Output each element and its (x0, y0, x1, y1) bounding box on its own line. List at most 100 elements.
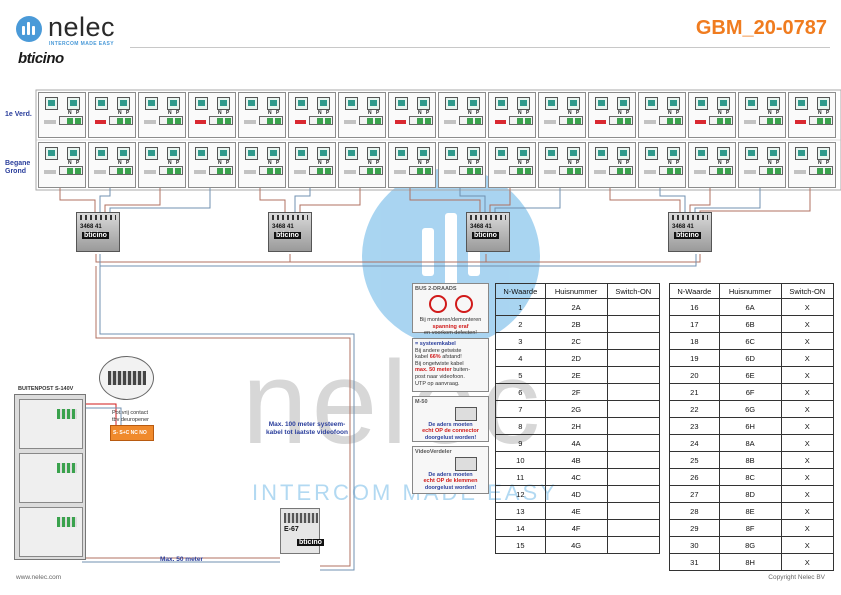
cable-marker (244, 120, 256, 124)
nelec-logo-icon (16, 16, 42, 42)
video-monitor-icon (695, 147, 708, 160)
table-cell: 2A (544, 298, 608, 316)
brand-tagline: INTERCOM MADE EASY (49, 41, 114, 47)
outdoor-station-title: BUITENPOST S-140V (18, 386, 74, 392)
terminal-detail-magnifier (99, 356, 154, 400)
table-cell: 6 (495, 383, 546, 401)
video-monitor-icon (517, 147, 530, 160)
video-monitor-icon (345, 97, 358, 110)
table-cell (606, 383, 661, 401)
table-cell (606, 315, 661, 333)
distributor-terminal-icon (455, 456, 477, 471)
cable-marker (644, 120, 656, 124)
column-header: N-Waarde (495, 283, 546, 299)
note-bus-warning: BUS 2-DRAADS Bij monteren/demonteren spa… (412, 283, 489, 336)
table-cell: X (780, 519, 835, 537)
table-cell: X (780, 298, 835, 316)
max-100m-caption-1: Max. 100 meter systeem- (268, 421, 346, 428)
table-cell: 1 (495, 298, 546, 316)
video-monitor-icon (567, 147, 580, 160)
table-cell: X (780, 536, 835, 554)
table-cell: 8A (718, 434, 782, 452)
table-cell: 6D (718, 349, 782, 367)
cable-marker (344, 170, 356, 174)
cable-marker (744, 170, 756, 174)
table-cell: X (780, 332, 835, 350)
table-cell: 8B (718, 451, 782, 469)
video-monitor-icon (767, 147, 780, 160)
video-monitor-icon (145, 147, 158, 160)
table-cell: 8F (718, 519, 782, 537)
video-monitor-icon (545, 97, 558, 110)
video-monitor-icon (695, 97, 708, 110)
table-cell: 26 (669, 468, 720, 486)
table-cell: 23 (669, 417, 720, 435)
floor-label-upper: 1e Verd. (5, 111, 32, 118)
table-cell: 31 (669, 553, 720, 571)
cable-marker (294, 170, 306, 174)
table-cell (606, 349, 661, 367)
watermark-word: nelec (242, 337, 545, 469)
max-100m-caption-2: kabel tot laatste videofoon (266, 429, 348, 436)
video-monitor-icon (217, 147, 230, 160)
table-cell: 8H (718, 553, 782, 571)
table-cell: 8E (718, 502, 782, 520)
cable-marker (794, 170, 806, 174)
video-monitor-icon (717, 147, 730, 160)
cable-marker (144, 170, 156, 174)
table-cell: 4D (544, 485, 608, 503)
nelec-logo: nelec INTERCOM MADE EASY (16, 12, 126, 47)
table-cell: 13 (495, 502, 546, 520)
cable-marker (795, 120, 806, 124)
cable-marker (494, 170, 506, 174)
potential-free-contact: S- S+C NC NO (110, 425, 154, 441)
video-monitor-icon (817, 97, 830, 110)
column-header: Huisnummer (544, 283, 608, 299)
table-cell: 4E (544, 502, 608, 520)
video-monitor-icon (445, 147, 458, 160)
table-cell: 6F (718, 383, 782, 401)
table-cell: 4A (544, 434, 608, 452)
cable-marker (444, 120, 456, 124)
table-cell: 8G (718, 536, 782, 554)
table-cell: 17 (669, 315, 720, 333)
m50-connector-icon (455, 406, 477, 421)
table-cell: X (780, 468, 835, 486)
video-monitor-icon (645, 97, 658, 110)
video-monitor-icon (745, 97, 758, 110)
table-cell: 8 (495, 417, 546, 435)
